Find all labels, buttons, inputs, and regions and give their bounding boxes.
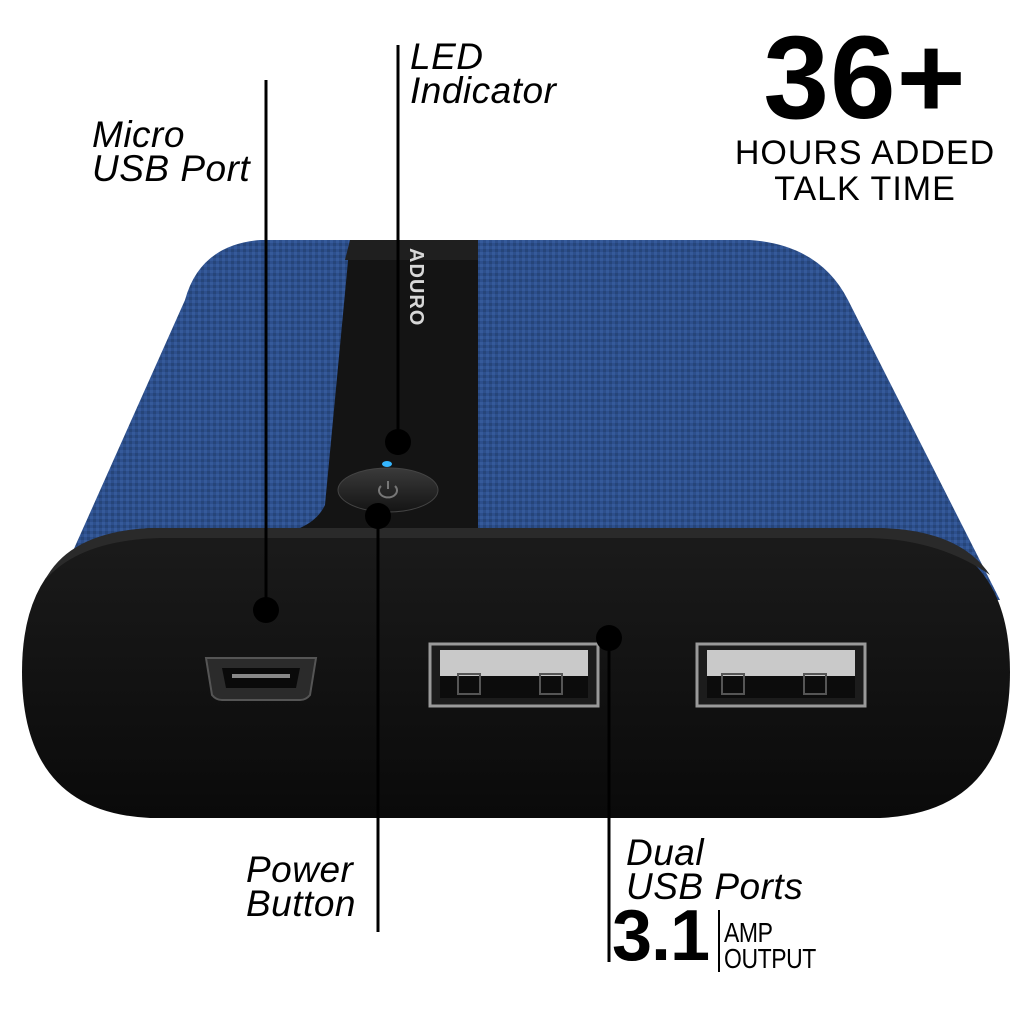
micro-usb-port[interactable] (204, 657, 318, 701)
amp-output-caption: AMP OUTPUT (724, 917, 816, 974)
dual-usb-dot (596, 625, 622, 651)
amp-divider (718, 910, 720, 972)
hours-added-number: 36+ (763, 12, 967, 144)
power-dot (365, 503, 391, 529)
usb-port-1[interactable] (428, 642, 600, 708)
hours-added-caption: HOURS ADDED TALK TIME (700, 135, 1024, 207)
power-icon (378, 481, 398, 499)
dual-usb-label: Dual USB Ports (626, 832, 804, 907)
power-button[interactable] (337, 467, 439, 513)
power-button-label: Power Button (246, 849, 356, 924)
brand-logo: ADURO (405, 248, 427, 326)
front-bevel (45, 528, 990, 580)
hours-caption-line2: TALK TIME (774, 170, 956, 208)
fabric-top-panel (60, 240, 1000, 600)
amp-output-number: 3.1 (612, 896, 710, 976)
strip-highlight (345, 240, 478, 260)
led-light (382, 461, 392, 467)
led-dot (385, 429, 411, 455)
led-indicator-label: LED Indicator (410, 36, 557, 111)
micro-usb-dot (253, 597, 279, 623)
hours-caption-line1: HOURS ADDED (734, 134, 996, 172)
center-strip (300, 240, 478, 528)
svg-text:ADURO: ADURO (405, 248, 427, 326)
callout-leaders (253, 45, 622, 962)
micro-usb-label: Micro USB Port (92, 114, 251, 189)
usb-port-2[interactable] (695, 642, 867, 708)
